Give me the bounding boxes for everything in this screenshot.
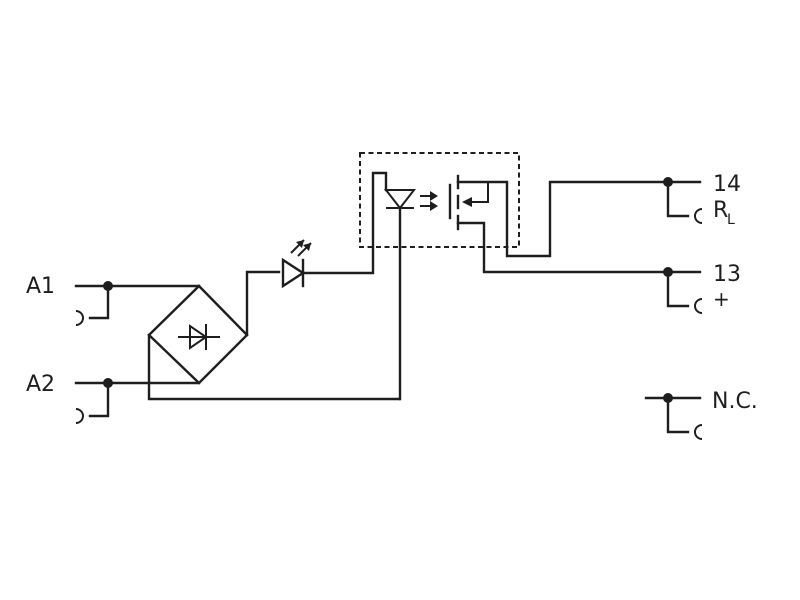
terminal-clamp-a2: [75, 408, 84, 424]
terminal-14: [663, 177, 703, 224]
label-a2: A2: [26, 372, 55, 397]
terminal-13: [663, 267, 703, 314]
label-plus: +: [713, 287, 730, 311]
label-13: 13: [713, 262, 741, 287]
optocoupler-led: [383, 189, 438, 401]
label-rl: R: [713, 198, 728, 223]
label-a1: A1: [26, 274, 55, 299]
terminal-a1: [74, 281, 201, 326]
terminal-a2: [74, 378, 201, 424]
label-rl-subscript: L: [727, 212, 735, 228]
label-14: 14: [713, 172, 741, 197]
bridge-rectifier: [147, 270, 401, 401]
terminal-clamp-a1: [75, 310, 84, 326]
indicator-led: [281, 171, 388, 289]
label-nc: N.C.: [712, 389, 758, 414]
terminal-nc: [644, 393, 703, 440]
optocoupler-box: [359, 152, 520, 248]
output-mosfet: [448, 174, 670, 274]
